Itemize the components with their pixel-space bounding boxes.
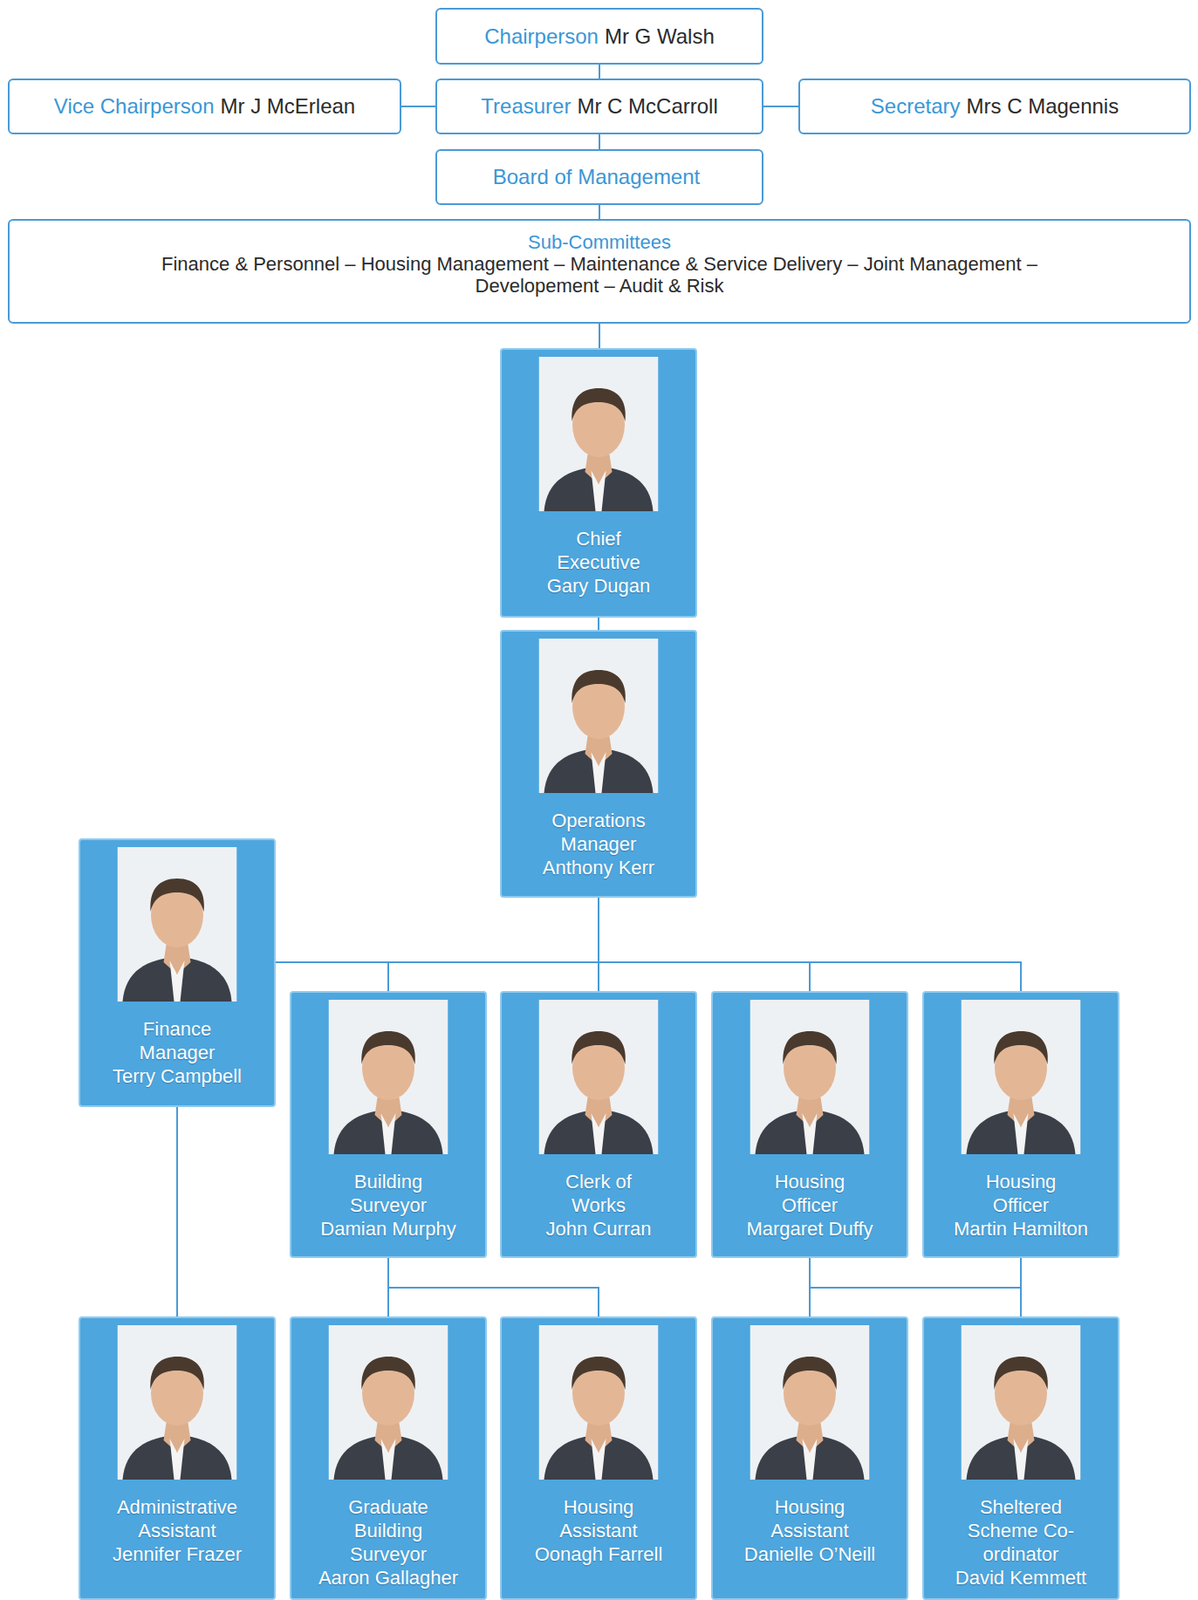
person-name: Damian Murphy bbox=[320, 1217, 456, 1241]
org-connector bbox=[598, 323, 601, 349]
officer-name: Mr J McErlean bbox=[219, 94, 356, 119]
board-box: TreasurerMr C McCarroll bbox=[435, 78, 764, 135]
portrait-photo bbox=[961, 999, 1082, 1155]
role-title: Clerk of Works bbox=[536, 1170, 661, 1218]
org-connector bbox=[598, 205, 601, 220]
org-connector bbox=[1020, 1258, 1022, 1317]
officer-name: Mr C McCarroll bbox=[576, 94, 718, 119]
person-name: Danielle O’Neill bbox=[744, 1542, 876, 1567]
org-connector bbox=[388, 897, 599, 992]
portrait-photo bbox=[539, 356, 659, 512]
staff-card: Housing OfficerMartin Hamilton bbox=[922, 991, 1120, 1259]
portrait-photo bbox=[750, 999, 870, 1155]
staff-card: Housing OfficerMargaret Duffy bbox=[711, 991, 909, 1259]
person-name: Anthony Kerr bbox=[542, 855, 655, 880]
portrait-photo bbox=[117, 847, 238, 1002]
office-title: Secretary bbox=[870, 94, 961, 119]
org-connector bbox=[176, 1107, 178, 1317]
office-title: Treasurer bbox=[480, 94, 571, 119]
board-box: Vice ChairpersonMr J McErlean bbox=[7, 78, 402, 135]
role-title: Operations Manager bbox=[536, 808, 661, 856]
committee-panel: Sub-CommitteesFinance & Personnel – Hous… bbox=[7, 219, 1192, 324]
portrait-photo bbox=[539, 638, 659, 794]
role-title: Sheltered Scheme Co-ordinator bbox=[958, 1495, 1083, 1567]
role-title: Graduate Building Surveyor bbox=[326, 1495, 451, 1567]
role-title: Chief Executive bbox=[536, 527, 661, 575]
org-connector bbox=[598, 897, 810, 992]
office-title: Chairperson bbox=[484, 24, 599, 49]
role-title: Building Surveyor bbox=[326, 1170, 451, 1218]
portrait-photo bbox=[328, 1325, 449, 1480]
org-connector bbox=[809, 1258, 1021, 1317]
staff-card: Graduate Building SurveyorAaron Gallaghe… bbox=[289, 1316, 487, 1600]
board-box: ChairpersonMr G Walsh bbox=[435, 7, 764, 65]
portrait-photo bbox=[750, 1325, 870, 1480]
staff-card: Operations ManagerAnthony Kerr bbox=[499, 629, 698, 898]
role-title: Housing Officer bbox=[747, 1170, 872, 1218]
officer-name: Mrs C Magennis bbox=[965, 94, 1119, 119]
person-name: Gary Dugan bbox=[547, 574, 651, 598]
board-box: SecretaryMrs C Magennis bbox=[798, 78, 1192, 135]
board-box: Board of Management bbox=[435, 149, 764, 206]
staff-card: Building SurveyorDamian Murphy bbox=[289, 991, 487, 1259]
staff-card: Sheltered Scheme Co-ordinatorDavid Kemme… bbox=[922, 1316, 1120, 1600]
person-name: David Kemmett bbox=[955, 1566, 1087, 1590]
person-name: Martin Hamilton bbox=[953, 1217, 1089, 1241]
portrait-photo bbox=[539, 1325, 659, 1480]
staff-card: Finance ManagerTerry Campbell bbox=[78, 838, 276, 1108]
org-connector bbox=[388, 1258, 599, 1317]
staff-card: Housing AssistantDanielle O’Neill bbox=[711, 1316, 909, 1600]
org-connector bbox=[401, 105, 436, 108]
org-connector bbox=[598, 134, 601, 150]
org-connector bbox=[598, 64, 601, 79]
person-name: Margaret Duffy bbox=[746, 1217, 873, 1241]
role-title: Housing Officer bbox=[958, 1170, 1083, 1218]
role-title: Finance Manager bbox=[115, 1017, 240, 1065]
person-name: Oonagh Farrell bbox=[534, 1542, 664, 1567]
org-connector bbox=[597, 617, 600, 630]
person-name: John Curran bbox=[545, 1217, 651, 1241]
org-connector bbox=[275, 897, 599, 963]
role-title: Housing Assistant bbox=[747, 1495, 872, 1543]
officer-name: Mr G Walsh bbox=[604, 24, 715, 49]
portrait-photo bbox=[117, 1325, 238, 1480]
staff-card: Chief ExecutiveGary Dugan bbox=[499, 348, 698, 618]
portrait-photo bbox=[539, 999, 659, 1155]
office-title: Board of Management bbox=[492, 164, 700, 190]
portrait-photo bbox=[328, 999, 449, 1155]
org-connector bbox=[809, 1258, 1021, 1317]
staff-card: Clerk of WorksJohn Curran bbox=[499, 991, 698, 1259]
role-title: Housing Assistant bbox=[536, 1495, 661, 1543]
org-connector bbox=[598, 897, 1021, 992]
portrait-photo bbox=[961, 1325, 1082, 1480]
panel-heading: Sub-Committees bbox=[527, 231, 671, 254]
org-connector bbox=[763, 105, 799, 108]
person-name: Terry Campbell bbox=[112, 1064, 242, 1089]
office-title: Vice Chairperson bbox=[54, 94, 215, 119]
person-name: Aaron Gallagher bbox=[318, 1566, 459, 1590]
staff-card: Housing AssistantOonagh Farrell bbox=[499, 1316, 698, 1600]
person-name: Jennifer Frazer bbox=[112, 1542, 242, 1567]
committee-list: Finance & Personnel – Housing Management… bbox=[123, 253, 1075, 297]
role-title: Administrative Assistant bbox=[115, 1495, 240, 1543]
staff-card: Administrative AssistantJennifer Frazer bbox=[78, 1316, 276, 1600]
